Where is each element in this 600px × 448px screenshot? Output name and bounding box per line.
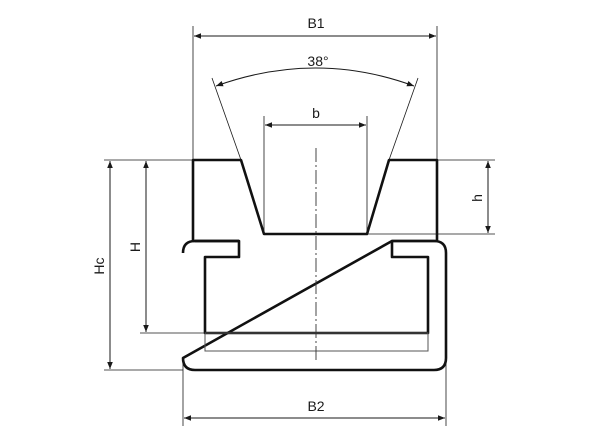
carrier-inner-slot bbox=[204, 332, 429, 352]
b1-label: B1 bbox=[307, 15, 324, 31]
b2-label: B2 bbox=[307, 398, 324, 414]
carrier-rail-outline bbox=[181, 239, 448, 372]
angle-extension-left bbox=[211, 77, 242, 161]
H-label: H bbox=[127, 242, 143, 252]
h-label: h bbox=[469, 194, 485, 202]
angle-arc bbox=[215, 67, 415, 87]
b-label: b bbox=[312, 105, 320, 121]
hc-label: Hc bbox=[91, 257, 107, 274]
guide-profile-outline bbox=[191, 158, 439, 335]
angle-label: 38° bbox=[307, 53, 328, 69]
angle-extension-right bbox=[388, 77, 419, 161]
